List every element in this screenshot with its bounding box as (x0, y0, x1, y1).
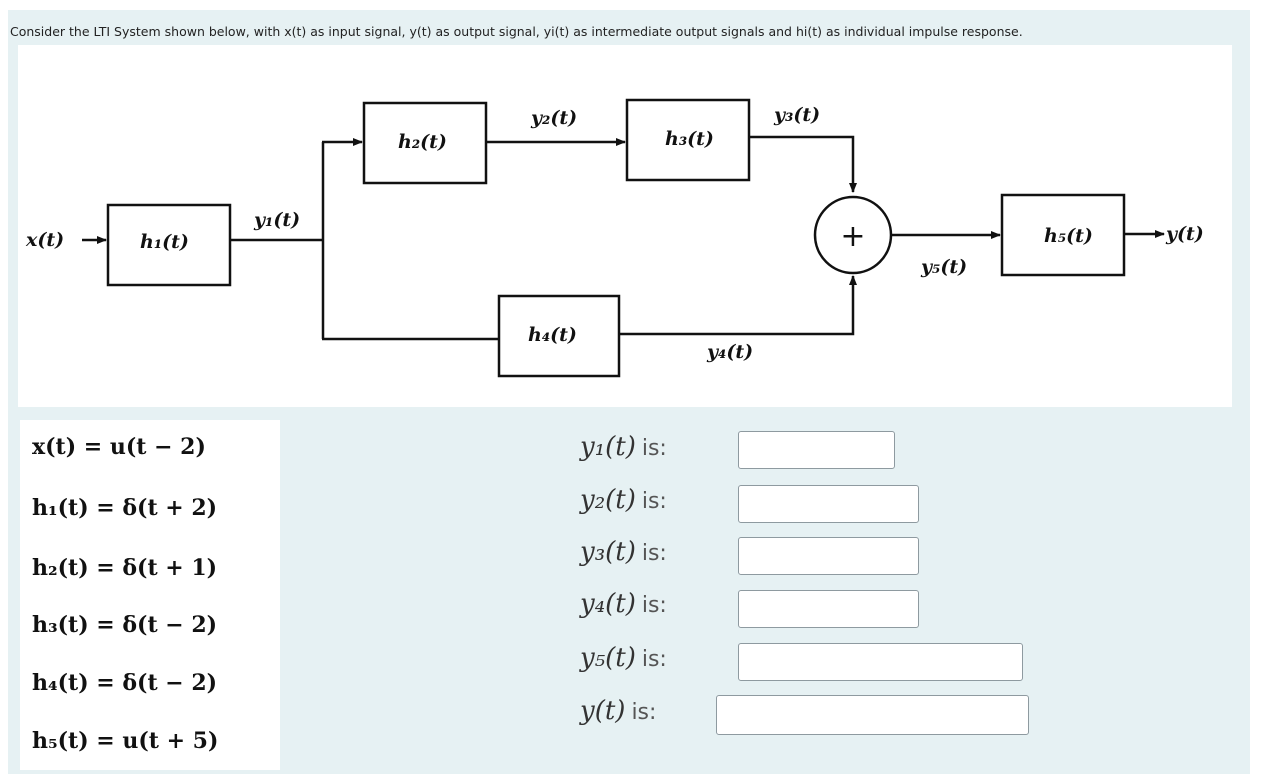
input-label: x(t) (25, 229, 64, 251)
given-h5: h₅(t) = u(t + 5) (32, 728, 219, 754)
question-y-suffix: is: (631, 700, 657, 725)
question-y2-suffix: is: (641, 489, 667, 514)
block-h5 (1000, 193, 1126, 277)
block-h1-label: h₁(t) (140, 231, 189, 253)
output-label: y(t) (1165, 223, 1204, 245)
question-y4-suffix: is: (641, 593, 667, 618)
answer-y1-input[interactable] (738, 431, 895, 469)
summing-junction-plus: + (840, 219, 865, 254)
y3-label: y₃(t) (773, 104, 820, 126)
block-h3 (625, 98, 751, 182)
question-y5-label: y₅(t) (580, 643, 636, 673)
answer-y-input[interactable] (716, 695, 1029, 735)
given-x: x(t) = u(t − 2) (32, 434, 206, 460)
question-y5-suffix: is: (641, 647, 667, 672)
y2-label: y₂(t) (530, 107, 577, 129)
question-y1-label: y₁(t) (580, 432, 636, 462)
question-y4-label: y₄(t) (580, 589, 636, 619)
question-y2-label: y₂(t) (580, 485, 636, 515)
question-y3-label: y₃(t) (580, 537, 636, 567)
answer-y5-input[interactable] (738, 643, 1023, 681)
given-h2: h₂(t) = δ(t + 1) (32, 555, 218, 581)
block-h2 (362, 101, 488, 185)
answer-y3-input[interactable] (738, 537, 919, 575)
block-h5-label: h₅(t) (1044, 225, 1093, 247)
answer-y4-input[interactable] (738, 590, 919, 628)
question-y-label: y(t) (580, 696, 626, 726)
block-h4 (497, 294, 621, 378)
y4-label: y₄(t) (706, 341, 753, 363)
y4-arrow (619, 275, 857, 336)
y1-label: y₁(t) (253, 209, 300, 231)
y3-arrow (749, 135, 857, 193)
given-h3: h₃(t) = δ(t − 2) (32, 612, 218, 638)
block-h4-label: h₄(t) (528, 324, 577, 346)
block-h2-label: h₂(t) (398, 131, 447, 153)
given-definitions: x(t) = u(t − 2) h₁(t) = δ(t + 2) h₂(t) =… (20, 420, 280, 770)
given-h1: h₁(t) = δ(t + 2) (32, 495, 218, 521)
block-h1 (106, 203, 232, 287)
given-h4: h₄(t) = δ(t − 2) (32, 670, 218, 696)
question-y1-suffix: is: (641, 436, 667, 461)
block-h3-label: h₃(t) (665, 128, 714, 150)
block-diagram: x(t) h₁(t) y₁(t) h₂(t) y₂(t) h₃(t) y₃(t)… (18, 45, 1232, 407)
y5-label: y₅(t) (920, 256, 967, 278)
answer-y2-input[interactable] (738, 485, 919, 523)
question-y3-suffix: is: (641, 541, 667, 566)
question-prompt: Consider the LTI System shown below, wit… (10, 24, 1023, 39)
block-diagram-svg: x(t) h₁(t) y₁(t) h₂(t) y₂(t) h₃(t) y₃(t)… (25, 98, 1204, 378)
